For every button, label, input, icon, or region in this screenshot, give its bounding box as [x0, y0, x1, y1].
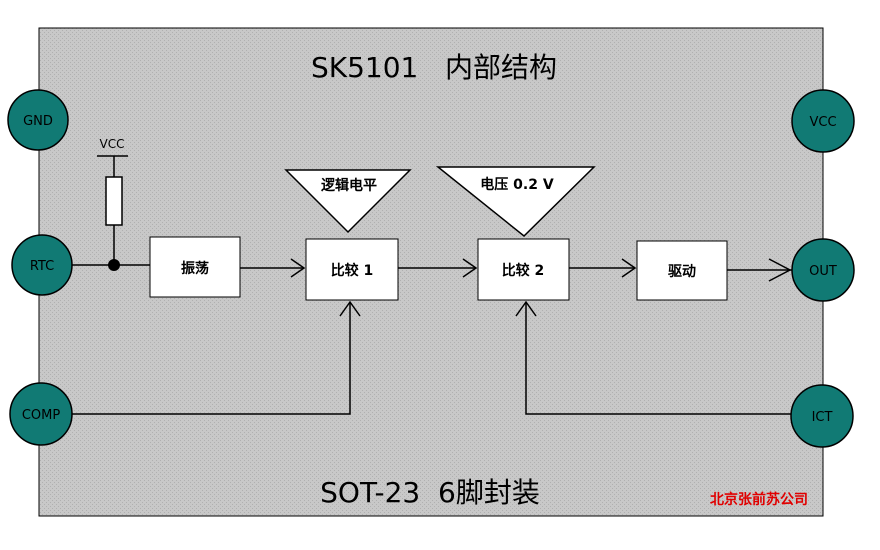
diagram-title: SK5101 内部结构: [311, 51, 557, 84]
pin-ict-label: ICT: [812, 410, 833, 425]
pin-out-label: OUT: [809, 264, 837, 279]
pin-out: OUT: [791, 238, 855, 302]
oscillator-label: 振荡: [181, 260, 209, 277]
comparator1-block: 比较 1: [305, 238, 399, 301]
voltage-ref-triangle: [435, 166, 596, 238]
comparator2-label: 比较 2: [502, 262, 545, 279]
pin-gnd: GND: [7, 89, 69, 151]
driver-block: 驱动: [636, 240, 728, 301]
vcc-supply-label: VCC: [100, 137, 125, 151]
comparator2-block: 比较 2: [477, 238, 570, 301]
pin-comp-label: COMP: [22, 408, 61, 423]
pin-rtc-label: RTC: [30, 259, 54, 274]
pin-comp: COMP: [9, 382, 73, 446]
logic-level-label: 逻辑电平: [321, 177, 377, 194]
pin-vcc: VCC: [791, 89, 855, 153]
comparator1-label: 比较 1: [331, 262, 374, 279]
package-label: SOT-23 6脚封装: [320, 476, 540, 509]
wiring: [72, 155, 792, 415]
pin-ict: ICT: [790, 384, 854, 448]
junction-dot: [108, 259, 120, 271]
driver-label: 驱动: [668, 263, 696, 280]
pin-vcc-label: VCC: [809, 115, 836, 130]
logic-level-triangle: [284, 169, 412, 234]
company-label: 北京张前苏公司: [710, 491, 808, 508]
pin-rtc: RTC: [11, 234, 73, 296]
oscillator-block: 振荡: [149, 236, 241, 298]
resistor: [105, 176, 123, 226]
pin-gnd-label: GND: [23, 114, 53, 129]
voltage-ref-label: 电压 0.2 V: [480, 176, 554, 193]
